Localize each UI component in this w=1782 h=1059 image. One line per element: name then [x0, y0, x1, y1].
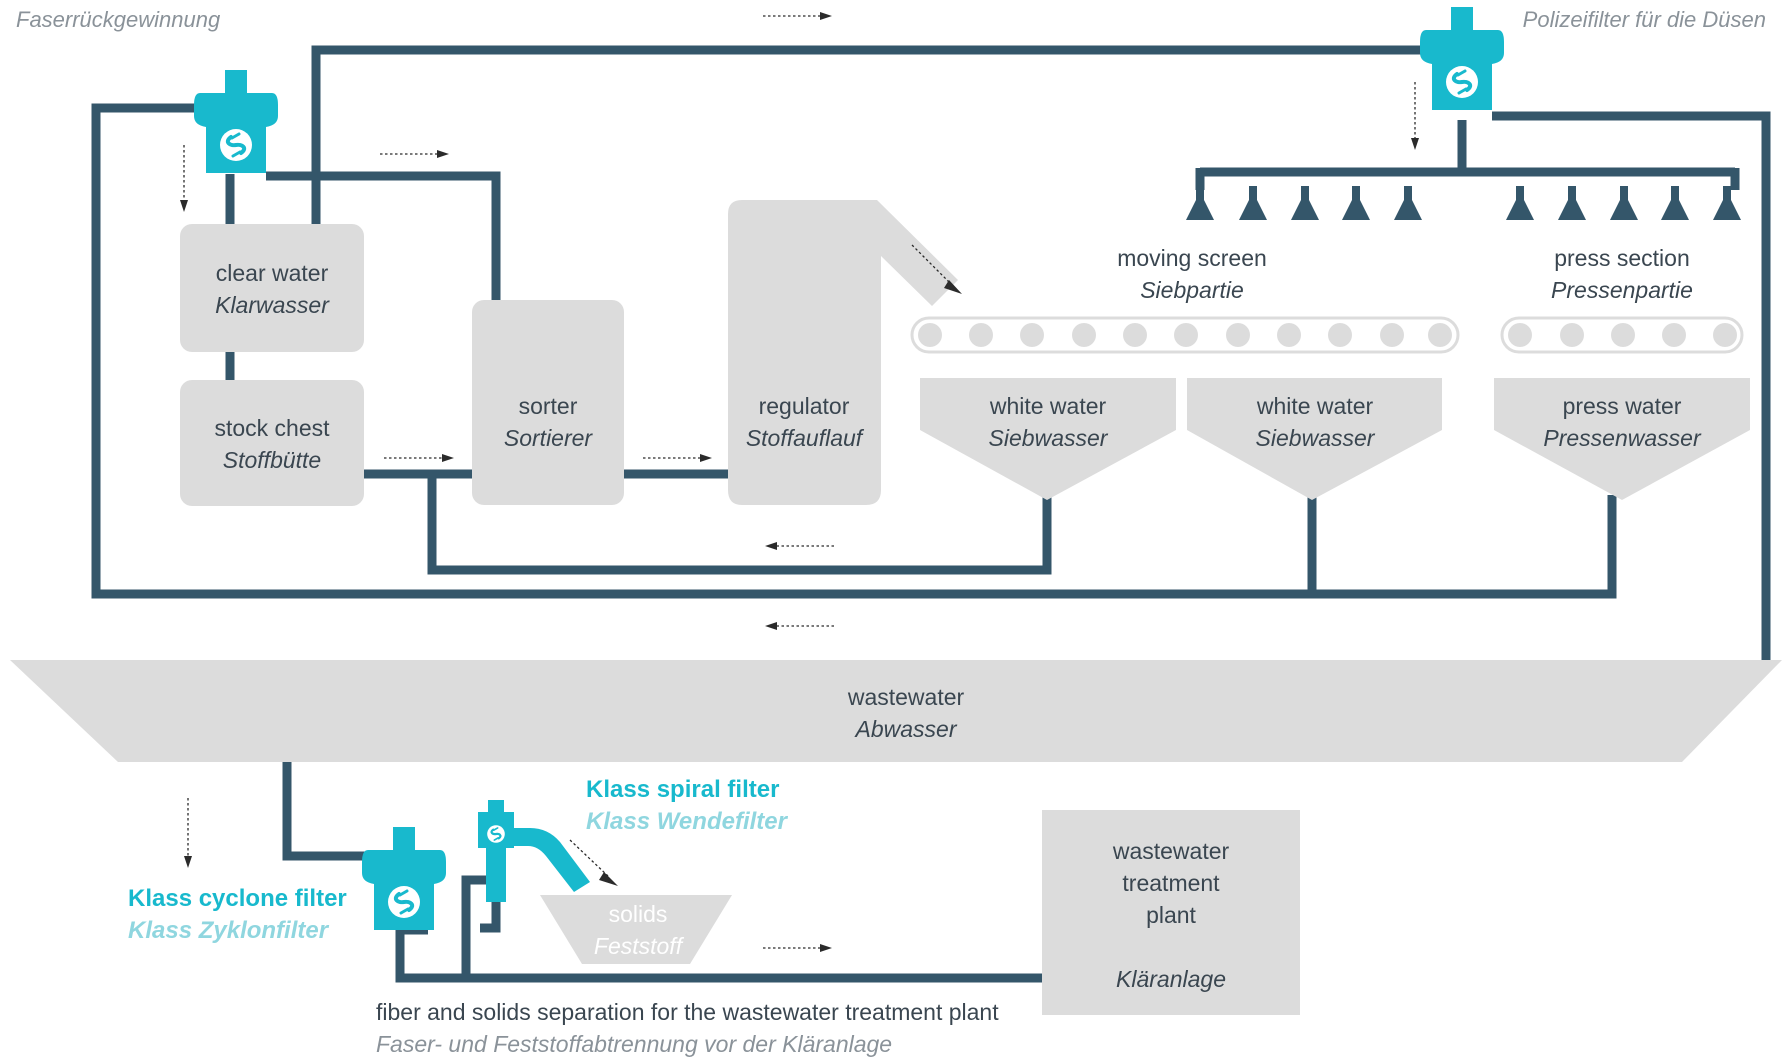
clear-water-label: clear water — [216, 260, 329, 286]
pipe-network — [91, 45, 1771, 983]
spray-nozzle-icon — [1713, 186, 1741, 220]
flow-arrow-icon — [765, 542, 834, 550]
cyclone-filter-label: Klass cyclone filter — [128, 885, 347, 912]
spray-nozzle-icon — [1661, 186, 1689, 220]
press-water-label: press water — [1563, 393, 1682, 419]
flow-arrow-icon — [180, 145, 188, 212]
flow-arrow-icon — [184, 798, 192, 868]
cyclone-filter-icon — [362, 827, 446, 930]
regulator-label: regulator — [759, 393, 850, 419]
regulator-box — [728, 200, 958, 505]
wastewater-label-de: Abwasser — [854, 716, 958, 742]
roller-icon — [1380, 323, 1404, 347]
spiral-filter-icon — [478, 800, 590, 902]
white-water-label-2: white water — [1256, 393, 1374, 419]
solids-label: solids — [609, 901, 668, 927]
moving-screen-rollers — [910, 316, 1460, 354]
flow-arrow-icon — [911, 244, 962, 294]
flow-arrow-icon — [569, 839, 618, 886]
roller-icon — [1123, 323, 1147, 347]
roller-icon — [1072, 323, 1096, 347]
roller-icon — [1713, 323, 1737, 347]
clear-water-box — [180, 224, 364, 352]
white-water-label-1-de: Siebwasser — [989, 425, 1109, 451]
press-section-label-de: Pressenpartie — [1551, 277, 1693, 303]
roller-icon — [1662, 323, 1686, 347]
flow-arrow-icon — [763, 12, 832, 20]
white-water-label-2-de: Siebwasser — [1256, 425, 1376, 451]
roller-icon — [1611, 323, 1635, 347]
roller-icon — [1277, 323, 1301, 347]
flow-arrows — [180, 12, 1419, 952]
flow-arrow-icon — [643, 454, 712, 462]
treatment-plant-label-3: plant — [1146, 902, 1196, 928]
spray-nozzle-icon — [1291, 186, 1319, 220]
spray-nozzle-icon — [1506, 186, 1534, 220]
white-water-hopper-1 — [920, 378, 1176, 500]
solids-label-de: Feststoff — [594, 933, 685, 959]
stock-chest-label: stock chest — [214, 415, 330, 441]
wastewater-trough — [10, 660, 1782, 762]
regulator-label-de: Stoffauflauf — [746, 425, 865, 451]
spiral-filter-label-de: Klass Wendefilter — [586, 808, 789, 835]
treatment-plant-label-1: wastewater — [1112, 838, 1230, 864]
spray-nozzles — [1186, 168, 1741, 220]
sorter-label: sorter — [519, 393, 578, 419]
roller-icon — [918, 323, 942, 347]
sorter-box — [472, 300, 624, 505]
solids-hopper — [540, 895, 732, 964]
press-section-rollers — [1500, 316, 1744, 354]
stock-chest-box — [180, 380, 364, 506]
clear-water-label-de: Klarwasser — [215, 292, 330, 318]
flow-arrow-icon — [380, 150, 449, 158]
fiber-recovery-label: Faserrückgewinnung — [16, 7, 221, 32]
roller-icon — [1020, 323, 1044, 347]
spray-nozzle-icon — [1610, 186, 1638, 220]
spray-nozzle-icon — [1239, 186, 1267, 220]
cyclone-filter-label-de: Klass Zyklonfilter — [128, 917, 330, 944]
stock-chest-label-de: Stoffbütte — [223, 447, 321, 473]
moving-screen-label-de: Siebpartie — [1140, 277, 1244, 303]
spray-nozzle-icon — [1186, 186, 1214, 220]
press-water-label-de: Pressenwasser — [1543, 425, 1702, 451]
sorter-label-de: Sortierer — [504, 425, 594, 451]
roller-icon — [1560, 323, 1584, 347]
wastewater-label: wastewater — [847, 684, 965, 710]
roller-icon — [1174, 323, 1198, 347]
flow-arrow-icon — [763, 944, 832, 952]
treatment-plant-label-2: treatment — [1122, 870, 1220, 896]
roller-icon — [1226, 323, 1250, 347]
moving-screen-label: moving screen — [1117, 245, 1267, 271]
flow-arrow-icon — [1411, 82, 1419, 150]
spray-nozzle-icon — [1558, 186, 1586, 220]
police-filter-icon — [1420, 7, 1504, 110]
treatment-plant-box — [1042, 810, 1300, 1015]
fiber-recovery-filter-icon — [194, 70, 278, 173]
press-water-hopper — [1494, 378, 1750, 500]
roller-icon — [969, 323, 993, 347]
treatment-plant-label-de: Kläranlage — [1116, 966, 1226, 992]
spray-nozzle-icon — [1342, 186, 1370, 220]
roller-icon — [1328, 323, 1352, 347]
roller-icon — [1508, 323, 1532, 347]
police-filter-label: Polizeifilter für die Düsen — [1523, 7, 1766, 32]
flow-arrow-icon — [765, 622, 834, 630]
white-water-label-1: white water — [989, 393, 1107, 419]
flow-arrow-icon — [384, 454, 454, 462]
spray-nozzle-icon — [1394, 186, 1422, 220]
roller-icon — [1428, 323, 1452, 347]
footer-caption-de: Faser- und Feststoffabtrennung vor der K… — [376, 1031, 892, 1057]
press-section-label: press section — [1554, 245, 1690, 271]
spiral-filter-label: Klass spiral filter — [586, 776, 779, 803]
footer-caption: fiber and solids separation for the wast… — [376, 999, 999, 1025]
white-water-hopper-2 — [1187, 378, 1442, 500]
